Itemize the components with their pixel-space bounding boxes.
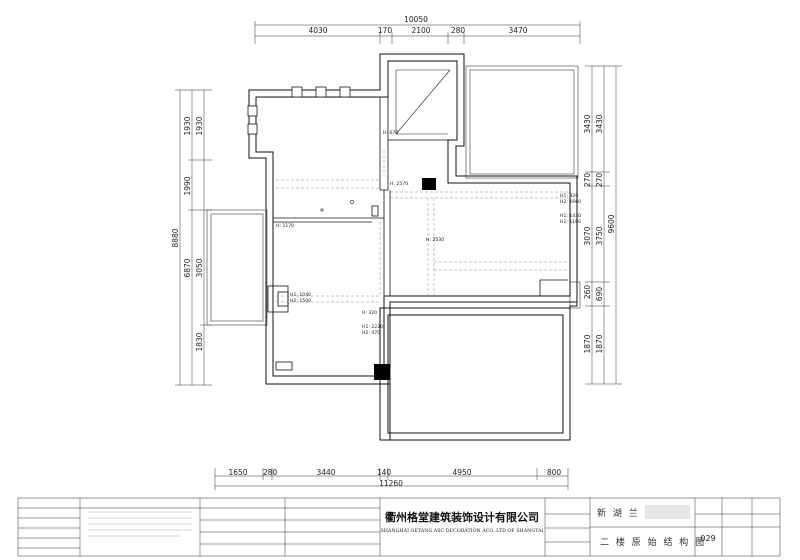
note-h1660: H2: 1660: [560, 199, 581, 205]
dim-right-outer-2: 270: [595, 173, 604, 188]
dim-right-outer-4: 690: [595, 287, 604, 302]
structural-columns: [374, 178, 436, 380]
company-name-cn: 衢州格堂建筑装饰设计有限公司: [385, 510, 539, 524]
company-name-en: SHANGHAI GETANG ASC DECORATION ACO.,LTD …: [380, 528, 543, 534]
dim-right-outer-3: 3750: [595, 226, 604, 245]
note-h470: H2: 470: [362, 330, 380, 336]
dim-bottom-6: 800: [547, 468, 562, 477]
note-h820: H1: 820: [560, 193, 578, 199]
lower-right-room-walls: [379, 307, 571, 441]
dim-right-total: 9600: [607, 214, 616, 233]
note-h1040: H1: 1040: [290, 292, 311, 298]
shaft-marker: [395, 69, 451, 135]
dim-top-5: 3470: [508, 26, 527, 35]
dim-left-inner-1: 1930: [195, 116, 204, 135]
note-h2530: H: 2530: [426, 237, 444, 243]
dim-right-outer-1: 3430: [595, 114, 604, 133]
dim-right-inner-5: 1870: [583, 334, 592, 353]
title-block-notes: [88, 511, 192, 537]
note-h320: H: 320: [362, 310, 377, 316]
dim-left-mid-2: 1990: [183, 176, 192, 195]
dim-left-inner-3: 1830: [195, 332, 204, 351]
dim-top-2: 170: [378, 26, 393, 35]
windows-top: [247, 86, 351, 135]
title-block: [17, 497, 781, 557]
dim-top-total: 10050: [404, 15, 428, 24]
drawing-title: 二 楼 原 始 结 构 图: [600, 536, 706, 548]
interior-partitions: [267, 97, 568, 371]
balconies: [206, 65, 581, 326]
note-h1170: H: 1170: [276, 223, 294, 229]
fixture-points: [320, 200, 354, 212]
dim-left-inner-2: 3050: [195, 258, 204, 277]
dim-bottom-1: 1650: [228, 468, 247, 477]
dim-bottom-4: 140: [377, 468, 392, 477]
dim-top-3: 2100: [411, 26, 430, 35]
dim-left-mid-3: 6870: [183, 258, 192, 277]
note-h670: H: 670: [383, 130, 398, 136]
right-dimension-chain: [585, 65, 622, 385]
dim-bottom-total: 11260: [379, 479, 403, 488]
dim-bottom-5: 4950: [452, 468, 471, 477]
note-h1430: H1: 1430: [560, 213, 581, 219]
note-h1500: H2: 1500: [290, 298, 311, 304]
redacted-area: [645, 505, 690, 519]
note-h2220: H1: 2220: [362, 324, 383, 330]
bottom-dimension-chain: [214, 468, 569, 490]
dim-right-inner-4: 260: [583, 285, 592, 300]
dim-top-4: 280: [451, 26, 466, 35]
top-dimension-chain: [254, 21, 581, 44]
dim-right-inner-1: 3430: [583, 114, 592, 133]
note-h1100: H2: 1100: [560, 219, 581, 225]
drawing-number: 029: [700, 534, 715, 543]
dim-left-outer: 8880: [171, 228, 180, 247]
dim-bottom-2: 280: [263, 468, 278, 477]
note-h2570: H: 2570: [390, 181, 408, 187]
dim-left-mid-1: 1930: [183, 116, 192, 135]
dim-right-outer-5: 1870: [595, 334, 604, 353]
exterior-walls: [248, 53, 578, 441]
dim-right-inner-3: 3070: [583, 226, 592, 245]
left-dimension-chain: [175, 89, 212, 386]
dim-bottom-3: 3440: [316, 468, 335, 477]
dim-top-1: 4030: [308, 26, 327, 35]
dim-right-inner-2: 270: [583, 173, 592, 188]
beam-lines: [276, 150, 570, 303]
